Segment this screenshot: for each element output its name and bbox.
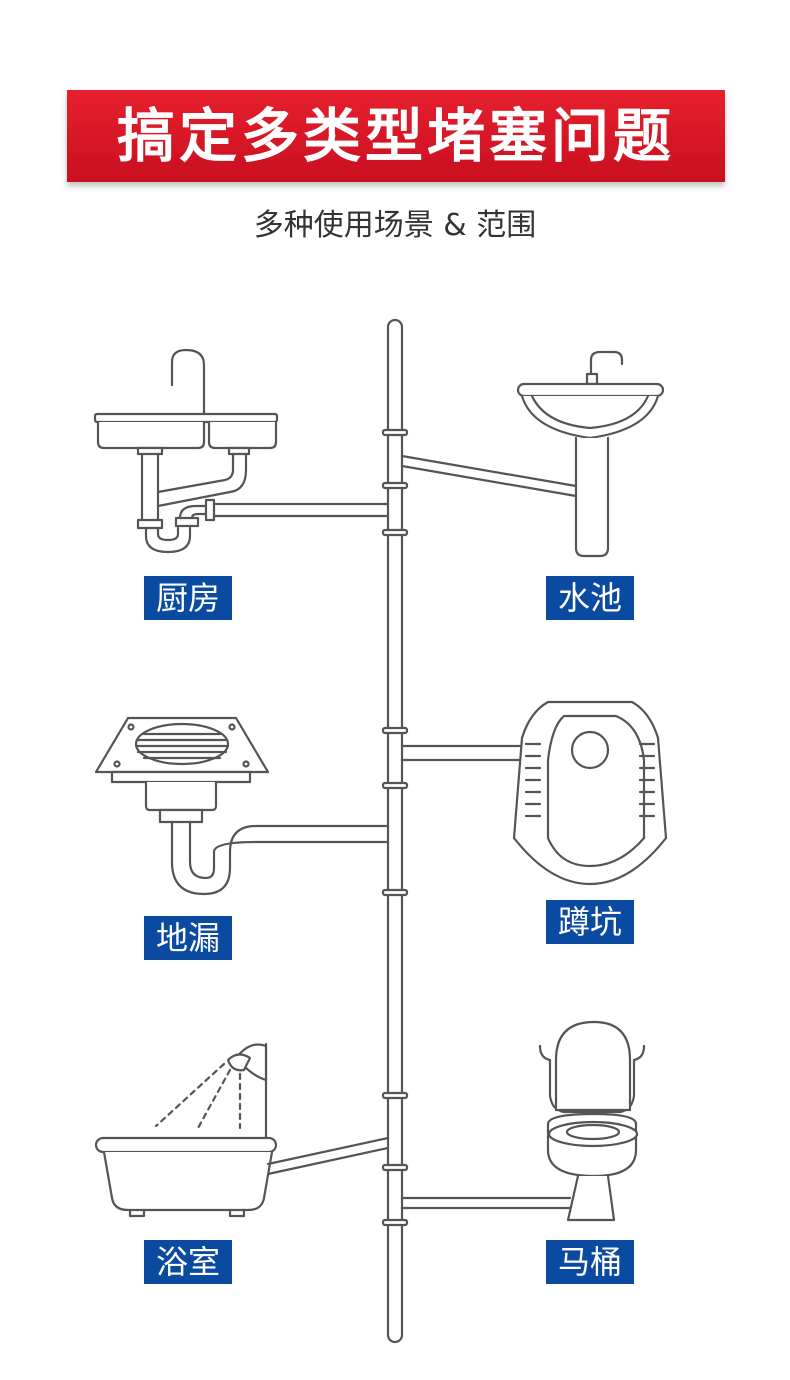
label-squat-toilet: 蹲坑: [546, 900, 635, 944]
page-subtitle: 多种使用场景 & 范围: [253, 208, 537, 243]
label-toilet: 马桶: [546, 1240, 635, 1284]
label-basin: 水池: [546, 576, 635, 620]
main-stack-pipe: [381, 318, 409, 1344]
toilet-icon: [400, 1020, 646, 1222]
basin-icon: [400, 350, 665, 558]
page-title: 搞定多类型堵塞问题: [116, 102, 675, 170]
title-banner: 搞定多类型堵塞问题: [67, 90, 725, 182]
label-floor-drain: 地漏: [144, 916, 233, 960]
shower-water-icon: [154, 1062, 242, 1130]
floor-drain-icon: [94, 716, 390, 896]
kitchen-sink-icon: [93, 348, 390, 554]
label-bathroom: 浴室: [144, 1240, 233, 1284]
squat-toilet-icon: [400, 700, 668, 886]
label-kitchen: 厨房: [144, 576, 233, 620]
pipe-clamps: [381, 428, 409, 1227]
bathtub-icon: [94, 1042, 390, 1218]
